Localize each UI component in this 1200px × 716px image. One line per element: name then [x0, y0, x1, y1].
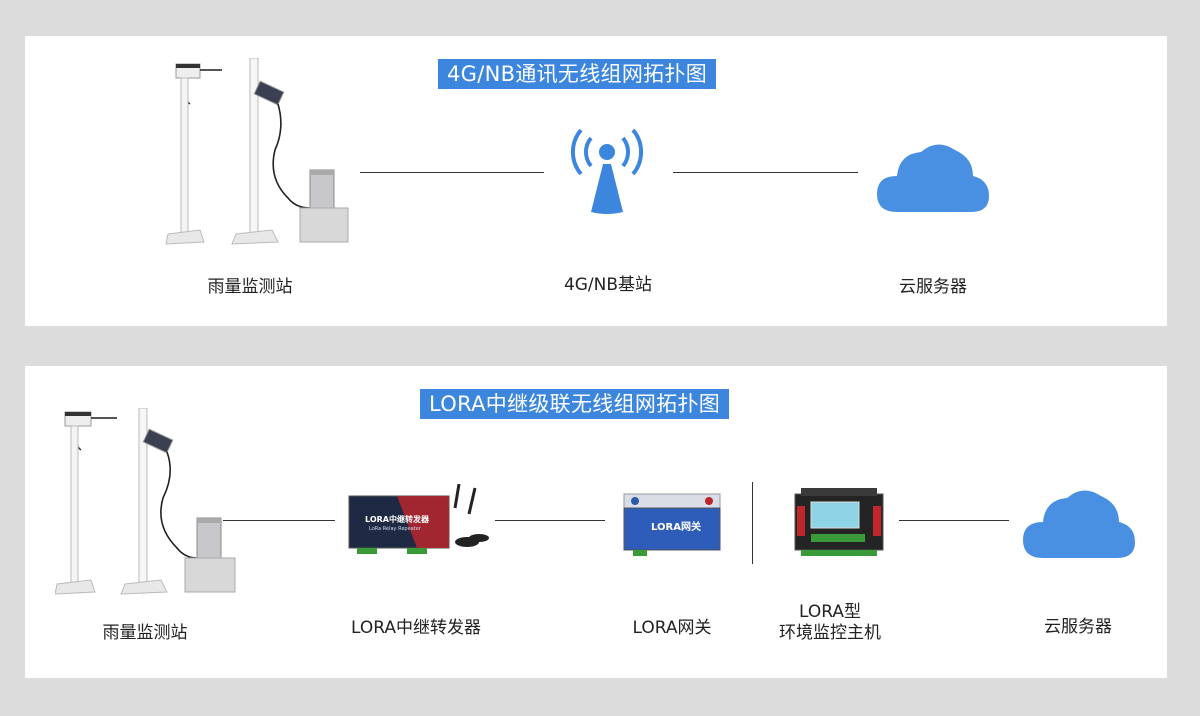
- connection-line: [673, 172, 858, 173]
- connection-line: [223, 520, 335, 521]
- cloud-icon: [1023, 490, 1135, 558]
- divider-line: [752, 482, 753, 564]
- node-label-lora-relay: LORA中继转发器: [351, 618, 481, 638]
- node-label-base-station: 4G/NB基站: [563, 275, 653, 295]
- node-label-cloud-server: 云服务器: [899, 277, 967, 297]
- node-label-host-line2: 环境监控主机: [779, 623, 881, 643]
- cloud-icon: [877, 144, 989, 212]
- lora-relay-device-icon: LORA中继转发器 LoRa Relay Repeater: [347, 484, 517, 564]
- rain-gauge-station-icon: [55, 408, 236, 595]
- node-label-cloud-server: 云服务器: [1044, 617, 1112, 637]
- lora-gateway-device-icon: LORA网关: [623, 492, 721, 558]
- rain-gauge-station-icon: [165, 58, 349, 245]
- connection-line: [495, 520, 605, 521]
- node-label-rain-station: 雨量监测站: [102, 623, 188, 643]
- node-label-host-line1: LORA型: [799, 602, 861, 622]
- node-label-lora-gateway: LORA网关: [632, 618, 712, 638]
- node-label-rain-station: 雨量监测站: [207, 277, 293, 297]
- topology-panel-4g-nb: 4G/NB通讯无线组网拓扑图 雨量监测站 4G/NB基站 云服务器: [25, 36, 1167, 326]
- device-text: LORA网关: [651, 522, 701, 533]
- panel-title: LORA中继级联无线组网拓扑图: [420, 389, 730, 419]
- device-text: LORA中继转发器: [365, 515, 429, 524]
- device-subtext: LoRa Relay Repeater: [369, 526, 421, 532]
- topology-panel-lora: LORA中继级联无线组网拓扑图 雨量监测站 LORA中继转发器 LoRa R: [25, 366, 1167, 678]
- environment-host-device-icon: [794, 488, 884, 556]
- connection-line: [899, 520, 1009, 521]
- panel-title: 4G/NB通讯无线组网拓扑图: [438, 59, 717, 89]
- signal-tower-icon: [570, 128, 644, 214]
- connection-line: [360, 172, 544, 173]
